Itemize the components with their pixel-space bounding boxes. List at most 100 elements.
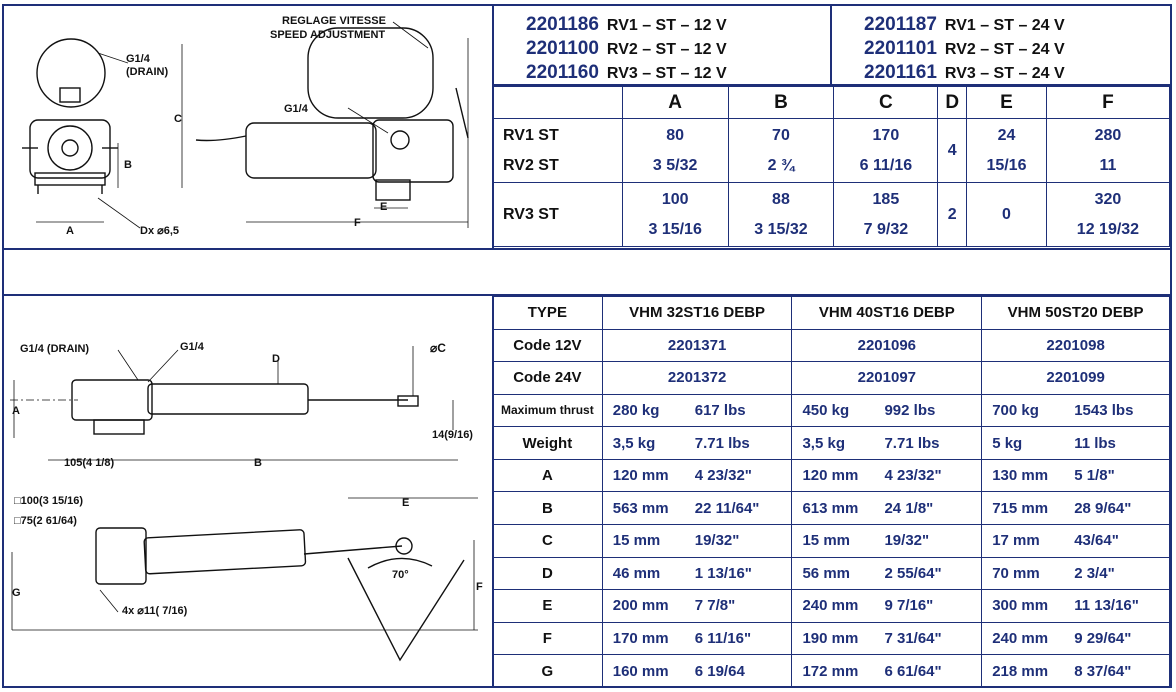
header-model: VHM 32ST16 DEBP xyxy=(601,296,793,330)
cell: 2201099 xyxy=(981,361,1170,395)
header-empty xyxy=(492,86,623,119)
header-c: C xyxy=(833,86,939,119)
label-reglage: REGLAGE VITESSE xyxy=(282,15,386,27)
row-label: RV3 ST xyxy=(492,182,623,247)
dim-a: A xyxy=(66,225,74,237)
cell: 2 xyxy=(937,182,968,247)
pump-drawing: REGLAGE VITESSE SPEED ADJUSTMENT G1/4 (D… xyxy=(8,8,488,244)
cylinder-spec-table: TYPE VHM 32ST16 DEBP VHM 40ST16 DEBP VHM… xyxy=(492,296,1170,688)
label-g14: G1/4 xyxy=(180,341,205,353)
dim-c: ⌀C xyxy=(430,341,446,355)
cell: 2201097 xyxy=(791,361,983,395)
sq100: □100(3 15/16) xyxy=(14,495,83,507)
divider xyxy=(830,4,832,86)
cylinder-drawing: G1/4 (DRAIN) G1/4 D ⌀C A 14(9/16) 105(4 … xyxy=(8,300,488,686)
row-label: B xyxy=(492,491,603,526)
dim-a: A xyxy=(12,405,20,417)
header-f: F xyxy=(1045,86,1171,119)
dim-c: C xyxy=(174,113,182,125)
cell: 2201371 xyxy=(601,328,793,363)
header-d: D xyxy=(937,86,968,119)
holes: 4x ⌀11( 7/16) xyxy=(122,605,188,617)
label-drain: (DRAIN) xyxy=(126,66,168,78)
cell: 0 xyxy=(966,182,1047,247)
dim-f: F xyxy=(354,217,361,229)
dim-105: 105(4 1/8) xyxy=(64,457,114,469)
dim-f: F xyxy=(476,581,483,593)
row-label: G xyxy=(492,654,603,688)
row-label: D xyxy=(492,556,603,591)
row-label: Code 12V xyxy=(492,328,603,363)
row-label: Code 24V xyxy=(492,361,603,395)
header-b: B xyxy=(727,86,835,119)
header-e: E xyxy=(966,86,1047,119)
label-g14: G1/4 xyxy=(284,103,309,115)
header-type: TYPE xyxy=(492,296,603,330)
row-label: E xyxy=(492,589,603,623)
cell: 2201098 xyxy=(981,328,1170,363)
dim-b: B xyxy=(254,457,262,469)
row-label: Maximum thrust xyxy=(492,393,603,428)
divider xyxy=(492,84,1170,86)
header-model: VHM 40ST16 DEBP xyxy=(791,296,983,330)
dim-14: 14(9/16) xyxy=(432,429,473,441)
label-g14-drain: G1/4 (DRAIN) xyxy=(20,343,89,355)
cell: 2201372 xyxy=(601,361,793,395)
header-a: A xyxy=(621,86,729,119)
row-label: A xyxy=(492,458,603,493)
header-model: VHM 50ST20 DEBP xyxy=(981,296,1170,330)
dim-d: Dx ⌀6,5 xyxy=(140,225,179,237)
dim-b: B xyxy=(124,159,132,171)
divider xyxy=(4,294,1170,296)
dim-g: G xyxy=(12,587,21,599)
dim-e: E xyxy=(380,201,387,213)
cell: 4 xyxy=(937,118,968,183)
sq75: □75(2 61/64) xyxy=(14,515,77,527)
divider xyxy=(4,248,1170,250)
row-label: Weight xyxy=(492,426,603,460)
dim-d: D xyxy=(272,353,280,365)
